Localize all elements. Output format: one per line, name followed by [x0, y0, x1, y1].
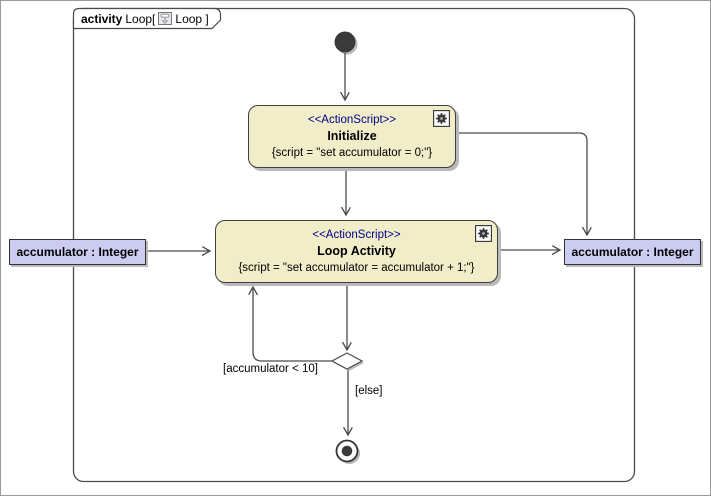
action-loop-activity[interactable]: <<ActionScript>> Loop Activity {script =… — [215, 220, 498, 283]
object-node-label: accumulator : Integer — [571, 245, 694, 259]
frame-label-after: Loop ] — [175, 11, 209, 26]
loop-name: Loop Activity — [317, 243, 396, 258]
final-node-core — [341, 445, 353, 457]
guard-loop-back: [accumulator < 10] — [223, 363, 318, 375]
decision-node[interactable] — [330, 352, 364, 370]
initialize-name: Initialize — [327, 128, 377, 143]
initial-node[interactable] — [334, 31, 356, 53]
frame-name-tab[interactable] — [72, 7, 222, 30]
initialize-stereotype: <<ActionScript>> — [307, 113, 397, 126]
guard-else: [else] — [355, 385, 383, 397]
frame-label-before: Loop[ — [125, 11, 156, 26]
initialize-script: {script = "set accumulator = 0;"} — [271, 147, 433, 160]
object-node-accumulator-right[interactable]: accumulator : Integer — [564, 239, 701, 265]
loop-stereotype: <<ActionScript>> — [312, 228, 401, 241]
object-node-label: accumulator : Integer — [16, 245, 139, 259]
action-script-icon — [475, 225, 492, 242]
object-node-accumulator-left[interactable]: accumulator : Integer — [9, 239, 146, 265]
action-script-icon — [433, 110, 450, 127]
frame-keyword: activity — [81, 11, 123, 26]
loop-script: {script = "set accumulator = accumulator… — [238, 262, 475, 275]
frame-title: activity Loop[ Loop ] — [81, 10, 209, 27]
edge-initialize-to-accumulator-right[interactable] — [457, 132, 587, 235]
edge-decision-loopback[interactable] — [253, 287, 332, 362]
action-initialize[interactable]: <<ActionScript>> Initialize {script = "s… — [248, 105, 456, 168]
activity-diagram-icon — [158, 12, 173, 25]
